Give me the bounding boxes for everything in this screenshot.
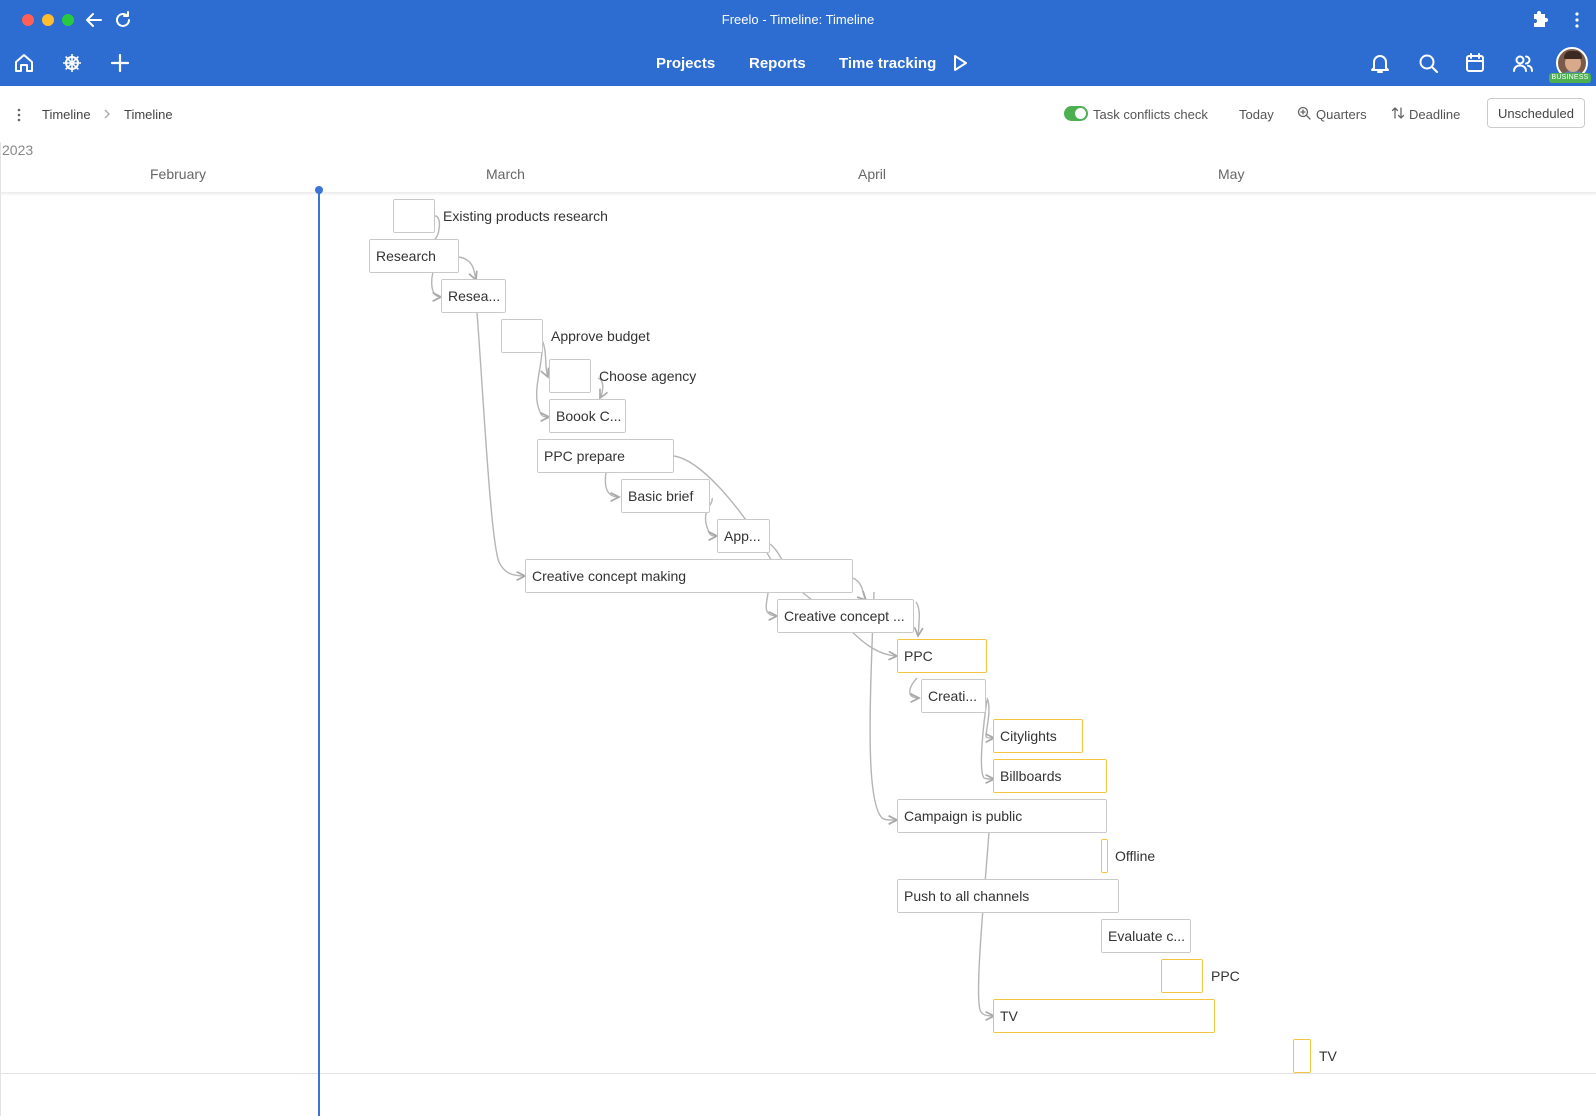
- task-bar[interactable]: Creative concept making: [525, 559, 853, 593]
- back-arrow-icon[interactable]: [82, 8, 106, 32]
- task-bar[interactable]: App...: [717, 519, 770, 553]
- month-label: May: [1218, 166, 1245, 182]
- today-line: [318, 190, 320, 1116]
- task-bar[interactable]: Push to all channels: [897, 879, 1119, 913]
- task-label: TV: [1319, 1048, 1337, 1064]
- task-conflicts-label[interactable]: Task conflicts check: [1093, 107, 1208, 122]
- breadcrumb-timeline-current: Timeline: [124, 107, 173, 122]
- task-bar[interactable]: PPC prepare: [537, 439, 674, 473]
- month-label: February: [150, 166, 207, 182]
- timeline-bottom-divider: [0, 1073, 1596, 1074]
- window-title: Freelo - Timeline: Timeline: [721, 12, 875, 27]
- month-label: March: [486, 166, 525, 182]
- task-bar[interactable]: Resea...: [441, 279, 506, 313]
- puzzle-extension-icon[interactable]: [1528, 8, 1552, 32]
- task-bar[interactable]: Creati...: [921, 679, 986, 713]
- add-icon[interactable]: [108, 51, 132, 75]
- timeline-year: 2023: [2, 142, 34, 158]
- header-divider: [0, 192, 1596, 196]
- task-bar[interactable]: Evaluate c...: [1101, 919, 1191, 953]
- task-bar[interactable]: [1101, 839, 1108, 873]
- task-bar[interactable]: [549, 359, 591, 393]
- task-bar[interactable]: [1293, 1039, 1311, 1073]
- reload-icon[interactable]: [111, 8, 135, 32]
- task-bar[interactable]: Basic brief: [621, 479, 710, 513]
- task-bar[interactable]: Citylights: [993, 719, 1083, 753]
- timeline-left-border: [0, 142, 1, 1116]
- business-badge: BUSINESS: [1549, 73, 1591, 83]
- task-label: PPC: [1211, 968, 1240, 984]
- play-timer-icon[interactable]: [947, 51, 971, 75]
- title-bar: Freelo - Timeline: Timeline: [0, 0, 1596, 40]
- search-icon[interactable]: [1416, 51, 1440, 75]
- task-bar[interactable]: Billboards: [993, 759, 1107, 793]
- task-bar[interactable]: Creative concept ...: [777, 599, 914, 633]
- task-bar[interactable]: [501, 319, 543, 353]
- task-bar[interactable]: Research: [369, 239, 459, 273]
- today-button[interactable]: Today: [1239, 107, 1274, 122]
- nav-time-tracking[interactable]: Time tracking: [839, 55, 937, 72]
- task-bar[interactable]: TV: [993, 999, 1215, 1033]
- chevron-right-icon: [102, 107, 112, 121]
- calendar-icon[interactable]: [1463, 51, 1487, 75]
- bell-icon[interactable]: [1368, 51, 1392, 75]
- quarters-button[interactable]: Quarters: [1316, 107, 1367, 122]
- task-label: Offline: [1115, 848, 1156, 864]
- unscheduled-button[interactable]: Unscheduled: [1487, 98, 1585, 128]
- today-marker: [315, 186, 323, 194]
- users-icon[interactable]: [1511, 51, 1535, 75]
- deadline-button[interactable]: Deadline: [1409, 107, 1461, 122]
- task-label: Choose agency: [599, 368, 697, 384]
- task-bar[interactable]: PPC: [897, 639, 987, 673]
- close-window-button[interactable]: [22, 14, 34, 26]
- maximize-window-button[interactable]: [62, 14, 74, 26]
- breadcrumb-timeline-project[interactable]: Timeline: [42, 107, 91, 122]
- minimize-window-button[interactable]: [42, 14, 54, 26]
- main-nav: Projects Reports Time tracking: [0, 40, 1596, 86]
- more-options-icon[interactable]: [14, 108, 24, 122]
- task-label: Existing products research: [443, 208, 608, 224]
- month-label: April: [858, 166, 887, 182]
- home-icon[interactable]: [12, 51, 36, 75]
- more-vertical-icon[interactable]: [1565, 8, 1589, 32]
- timeline-toolbar: Timeline Timeline Task conflicts check T…: [0, 86, 1596, 142]
- ship-wheel-icon[interactable]: [60, 51, 84, 75]
- task-bar[interactable]: Boook C...: [549, 399, 626, 433]
- task-label: Approve budget: [551, 328, 650, 344]
- task-conflicts-toggle[interactable]: [1064, 106, 1088, 121]
- task-bar[interactable]: [1161, 959, 1203, 993]
- nav-projects[interactable]: Projects: [656, 55, 716, 72]
- sort-arrows-icon[interactable]: [1391, 106, 1405, 120]
- zoom-in-icon[interactable]: [1297, 106, 1311, 120]
- nav-reports[interactable]: Reports: [749, 55, 806, 72]
- task-bar[interactable]: Campaign is public: [897, 799, 1107, 833]
- task-bar[interactable]: [393, 199, 435, 233]
